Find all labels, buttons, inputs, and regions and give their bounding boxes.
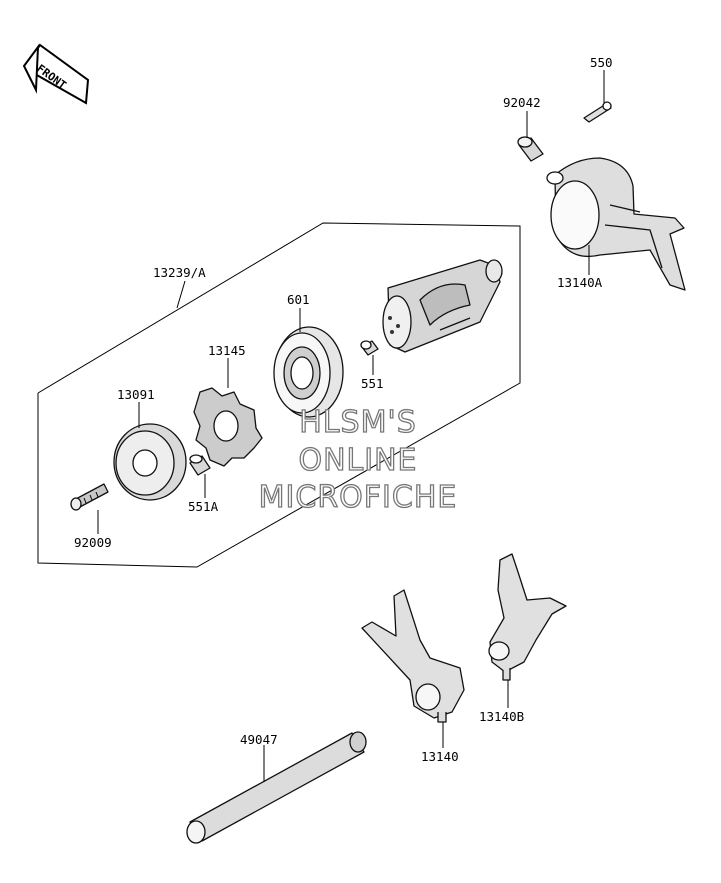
callout-551A: 551A <box>188 499 219 514</box>
shift-fork-13140B <box>488 553 567 681</box>
callout-13239A: 13239/A <box>153 265 206 280</box>
callout-13140: 13140 <box>421 749 459 764</box>
callout-13091: 13091 <box>117 387 155 402</box>
shift-drum <box>382 259 503 353</box>
assembly-outline <box>37 222 521 568</box>
leader-lines <box>97 70 605 782</box>
callout-13140A: 13140A <box>557 275 603 290</box>
shift-fork-13140A <box>546 157 686 291</box>
watermark-line1: HLSM'S <box>299 405 417 440</box>
pin-551A <box>189 454 211 476</box>
callout-550: 550 <box>590 55 613 70</box>
cam-plate-13091 <box>113 423 187 501</box>
callout-49047: 49047 <box>240 732 278 747</box>
shaft-49047 <box>186 731 367 844</box>
callout-13140B: 13140B <box>479 709 524 724</box>
shift-fork-13140 <box>361 589 465 723</box>
pin-551 <box>360 340 379 356</box>
watermark-line2: ONLINE <box>298 443 417 478</box>
watermark: HLSM'S ONLINE MICROFICHE <box>258 404 458 515</box>
watermark-line3: MICROFICHE <box>259 480 458 515</box>
cotter-pin-550 <box>583 101 612 123</box>
callout-92042: 92042 <box>503 95 541 110</box>
callout-601: 601 <box>287 292 310 307</box>
star-plate-13145 <box>193 387 263 467</box>
front-arrow: FRONT <box>22 43 90 105</box>
bearing-601 <box>273 326 344 418</box>
pin-92042 <box>517 136 544 162</box>
callout-92009: 92009 <box>74 535 112 550</box>
screw-92009 <box>70 483 109 511</box>
callout-13145: 13145 <box>208 343 246 358</box>
callout-551: 551 <box>361 376 384 391</box>
